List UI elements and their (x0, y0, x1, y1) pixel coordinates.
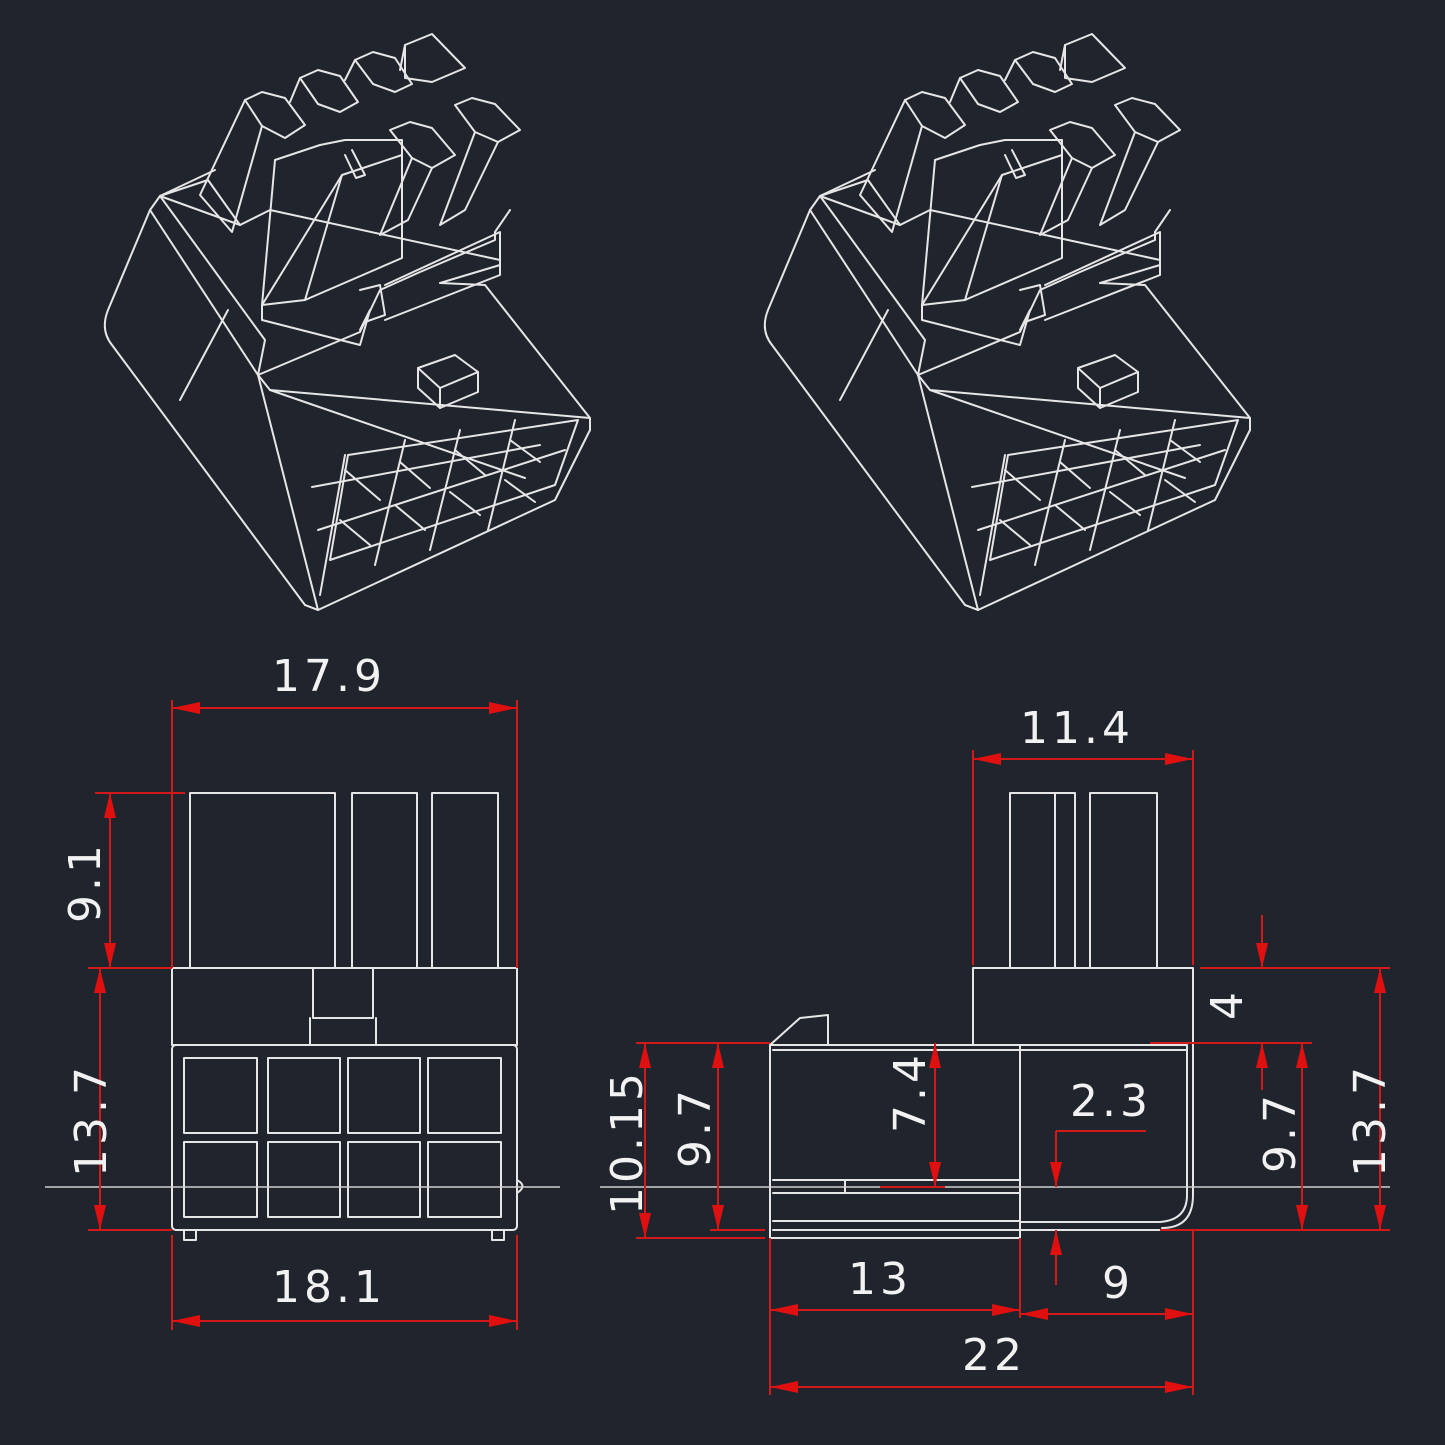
dim-side-latch-height: 7.4 (884, 1051, 936, 1133)
dim-side-total-length: 22 (962, 1330, 1026, 1381)
dim-side-wall: 2.3 (1070, 1076, 1152, 1127)
iso-view-right (763, 33, 1251, 611)
dim-side-length-b: 9 (1102, 1258, 1134, 1309)
dim-front-top-width: 17.9 (272, 651, 386, 702)
dim-side-left-inner-height: 9.7 (669, 1086, 721, 1168)
dim-side-left-outer-height: 10.15 (601, 1069, 653, 1215)
dim-side-top-width: 11.4 (1020, 703, 1134, 754)
dim-front-bottom-width: 18.1 (272, 1262, 386, 1313)
side-view (600, 750, 1390, 1395)
front-view (45, 700, 560, 1330)
dim-side-step: 4 (1202, 988, 1253, 1020)
dim-front-body-height: 13.7 (65, 1063, 117, 1177)
dim-side-right-total-height: 13.7 (1344, 1063, 1396, 1177)
dim-side-length-a: 13 (848, 1254, 912, 1305)
dim-front-pin-height: 9.1 (59, 841, 111, 923)
iso-view-left (103, 33, 591, 611)
dim-side-right-inner-height: 9.7 (1254, 1091, 1306, 1173)
